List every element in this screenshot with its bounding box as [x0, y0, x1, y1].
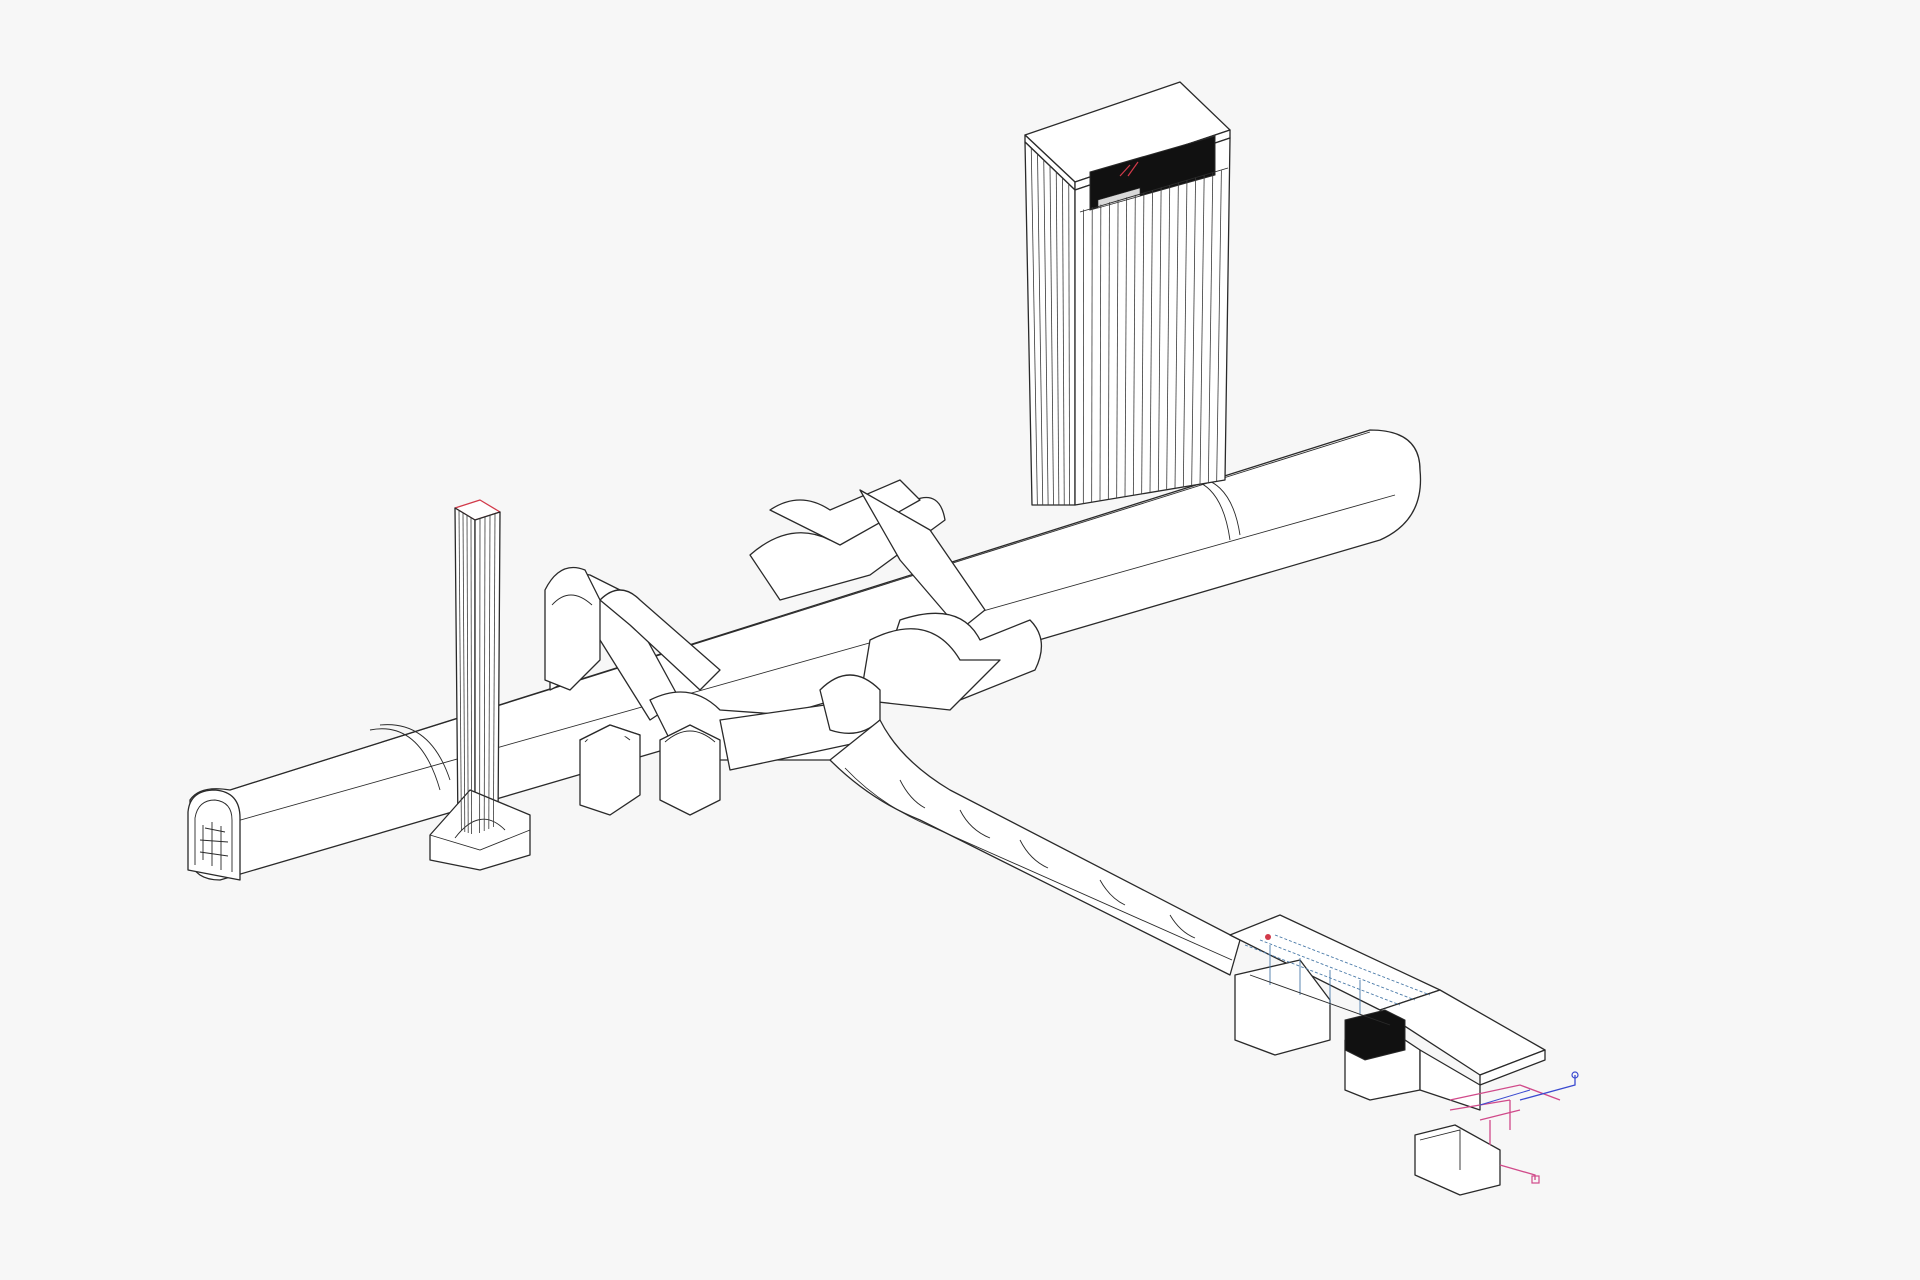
tall-shaft-flute: [1166, 185, 1171, 490]
slender-shaft-flute: [462, 512, 466, 833]
tall-shaft-flute: [1037, 153, 1044, 506]
tall-shaft-flute: [1099, 204, 1102, 501]
tall-shaft-flute: [1055, 171, 1060, 506]
tall-shaft-flute: [1062, 177, 1065, 506]
tall-shaft-flute: [1157, 187, 1162, 492]
tall-shaft-flute: [1216, 170, 1222, 482]
slender-shaft-flute: [458, 510, 462, 832]
tall-shaft-flute: [1199, 175, 1205, 485]
tall-shaft-flute: [1191, 177, 1196, 486]
tall-shaft-flute: [1141, 192, 1145, 494]
tall-shaft-flute: [1030, 147, 1038, 506]
tall-shaft-flute: [1116, 199, 1119, 499]
slender-shaft-flute: [470, 517, 473, 835]
tall-shaft-flute: [1132, 194, 1136, 496]
junction-halls: [544, 479, 1042, 816]
shaft-flutes: [458, 147, 1222, 835]
tall-shaft-flute: [1124, 197, 1128, 497]
utility-lines: [1449, 1071, 1579, 1184]
tall-shaft-flute: [1091, 207, 1093, 503]
curved-access-tunnel: [829, 719, 1241, 976]
main-tunnel: [187, 429, 1422, 881]
service-building: [1229, 914, 1546, 1196]
slender-shaft-flute: [466, 515, 469, 834]
tall-shaft-flute: [1049, 165, 1054, 506]
tall-shaft: [1024, 81, 1231, 506]
tall-shaft-flute: [1043, 159, 1049, 506]
slender-shaft-flute: [492, 513, 496, 828]
slender-shaft-flute: [483, 516, 486, 832]
tall-shaft-flute: [1107, 202, 1110, 500]
tall-shaft-flute: [1207, 172, 1214, 483]
tall-shaft-flute: [1149, 189, 1153, 493]
tall-shaft-flute: [1174, 182, 1179, 489]
tall-shaft-flute: [1182, 180, 1188, 487]
tall-shaft-flute: [1068, 183, 1071, 506]
slender-shaft-flute: [488, 515, 491, 830]
